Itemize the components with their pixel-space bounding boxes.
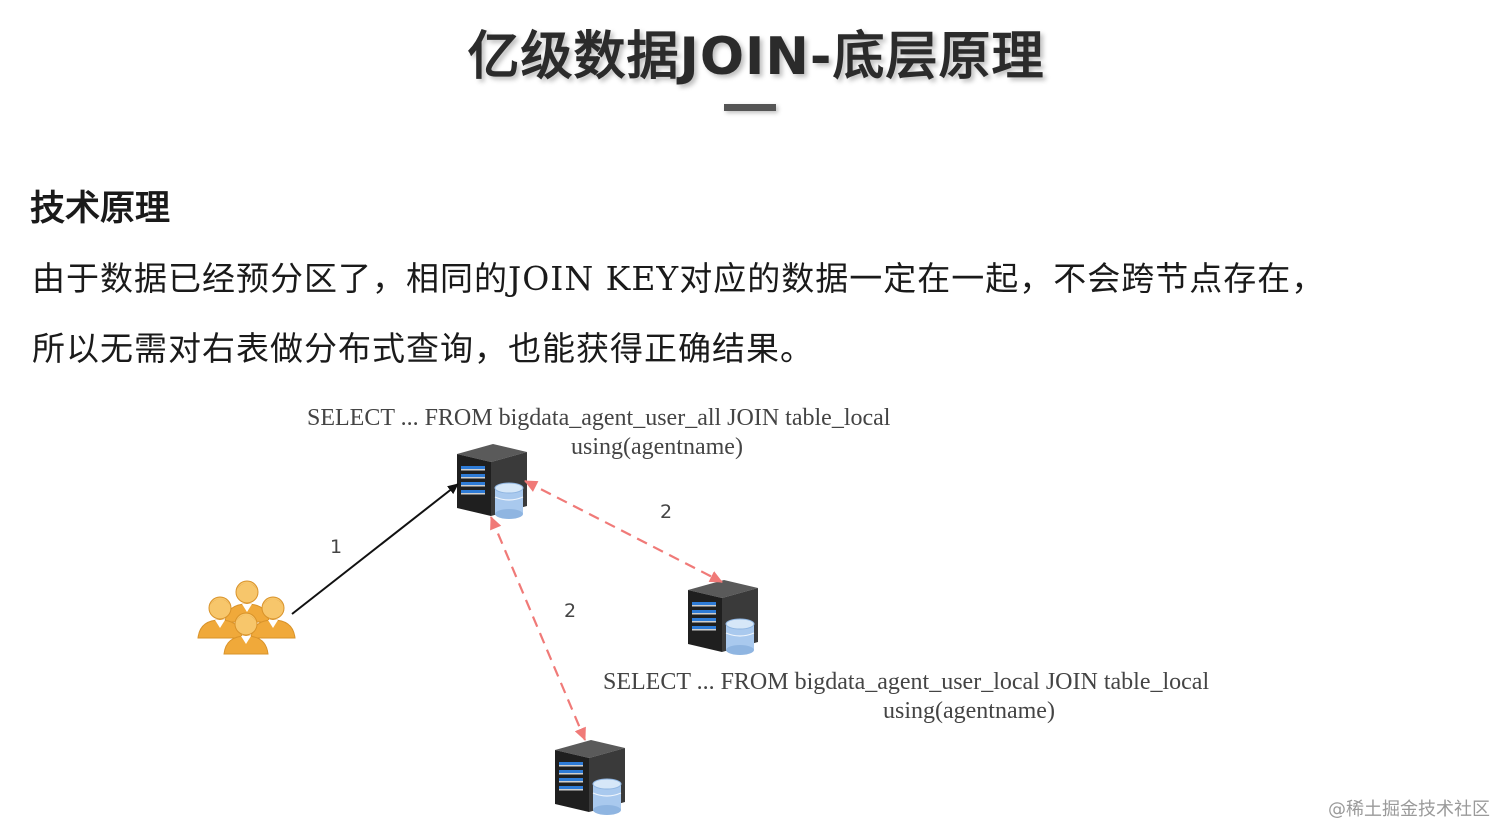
page-title: 亿级数据JOIN-底层原理 [467,27,1045,87]
edge-users-to-main [291,483,459,615]
paragraph-line-1: 由于数据已经预分区了，相同的JOIN KEY对应的数据一定在一起，不会跨节点存在… [32,259,1326,298]
edge-main-to-bottom [489,516,587,741]
edge-label-2-right: 2 [660,501,672,523]
edge-main-to-right [524,480,723,583]
edge-label-2-bottom: 2 [564,600,576,622]
query-right-line-2: using(agentname) [883,698,1055,724]
query-right-line-1: SELECT ... FROM bigdata_agent_user_local… [603,669,1210,695]
edge-label-1: 1 [330,536,342,558]
section-heading: 技术原理 [30,189,171,229]
watermark: @稀土掘金技术社区 [1328,799,1490,820]
server-database-icon-right [687,579,759,656]
query-top-line-2: using(agentname) [571,434,743,460]
users-group-icon [197,580,296,655]
title-underline-divider [724,104,776,111]
query-top-line-1: SELECT ... FROM bigdata_agent_user_all J… [307,405,891,431]
paragraph-line-2: 所以无需对右表做分布式查询，也能获得正确结果。 [32,329,814,368]
server-database-icon-main [456,443,528,520]
server-database-icon-bottom [554,739,626,816]
